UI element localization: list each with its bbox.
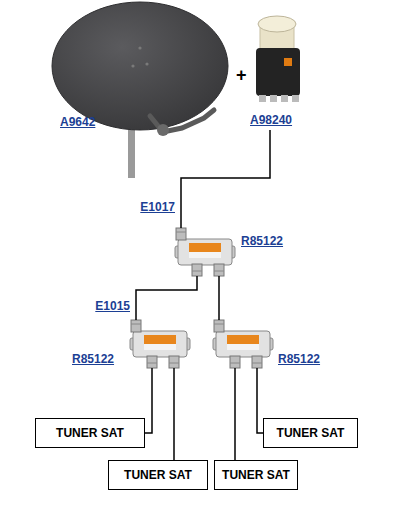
- box-label: TUNER SAT: [124, 468, 192, 482]
- part-number: R85122: [72, 352, 114, 366]
- splitter-part: [130, 320, 190, 368]
- lnb-part: [258, 16, 296, 32]
- coax-cable: [218, 276, 220, 320]
- satellite-dish: [52, 2, 228, 178]
- coax-cable: [234, 368, 236, 460]
- coax-cable: [181, 130, 270, 228]
- coax-cable: [136, 276, 197, 320]
- lnb-part: [270, 95, 277, 102]
- box-label: TUNER SAT: [277, 426, 345, 440]
- coax-cable: [145, 368, 152, 433]
- lnb-part: [259, 95, 266, 102]
- plus-sign: +: [236, 66, 247, 84]
- satellite-dish-part: [145, 62, 148, 65]
- splitter-node: R85122: [175, 228, 237, 276]
- part-number: A98240: [250, 113, 292, 127]
- coax-cable: [173, 368, 175, 460]
- part-number: R85122: [241, 234, 283, 248]
- tuner-box: TUNER SAT: [214, 460, 298, 490]
- satellite-dish-part: [157, 124, 169, 136]
- tuner-box: TUNER SAT: [263, 418, 358, 448]
- satellite-dish-part: [52, 2, 228, 130]
- cable-code: E1017: [139, 200, 176, 214]
- splitter: [130, 228, 273, 368]
- splitter-node: R85122: [130, 320, 192, 368]
- part-number: R85122: [278, 352, 320, 366]
- lnb-part: [281, 95, 288, 102]
- satellite-dish-part: [138, 46, 141, 49]
- lnb-node: A98240: [248, 12, 304, 130]
- satellite-dish-part: [131, 64, 134, 67]
- splitter-node: R85122: [213, 320, 275, 368]
- lnb-part: [292, 95, 299, 102]
- tuner-box: TUNER SAT: [35, 418, 145, 448]
- splitter-part: [213, 320, 273, 368]
- lnb-part: [284, 58, 292, 66]
- lnb-part: [256, 48, 300, 96]
- part-number: A9642: [60, 115, 95, 129]
- splitter-part: [175, 228, 235, 276]
- satellite-dish-part: [128, 128, 135, 178]
- cable-code: E1015: [94, 299, 131, 313]
- lnb: [256, 16, 300, 102]
- dish-node: A9642: [54, 2, 230, 128]
- box-label: TUNER SAT: [222, 468, 290, 482]
- box-label: TUNER SAT: [56, 426, 124, 440]
- tuner-box: TUNER SAT: [108, 460, 208, 490]
